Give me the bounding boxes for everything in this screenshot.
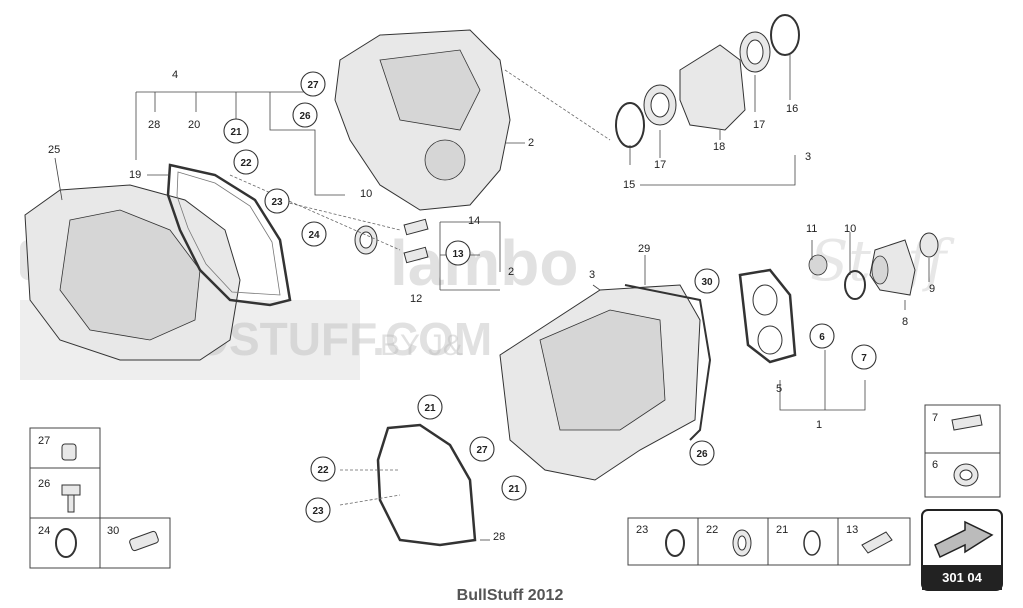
callout-15: 15 xyxy=(623,179,635,191)
callout-25: 25 xyxy=(48,144,60,156)
housing-3-lower xyxy=(499,284,712,481)
circle-26-top: 26 xyxy=(299,111,311,122)
leader-lines xyxy=(135,55,930,541)
seal-10 xyxy=(354,225,378,255)
cover-5 xyxy=(738,268,797,364)
circled-callouts: 27 26 21 22 23 24 13 30 6 7 21 22 23 27 … xyxy=(223,71,877,523)
circle-23-top: 23 xyxy=(271,197,283,208)
callout-3-left: 3 xyxy=(589,269,595,281)
circle-27-mid: 27 xyxy=(476,445,488,456)
bolt-icon xyxy=(61,484,81,513)
callout-10-left: 10 xyxy=(360,188,372,200)
dowel-pins xyxy=(403,218,429,264)
circle-22-mid: 22 xyxy=(317,465,329,476)
legend-label-26: 26 xyxy=(38,478,50,490)
callout-11: 11 xyxy=(806,223,817,235)
callout-8: 8 xyxy=(902,316,908,328)
callout-1: 1 xyxy=(816,419,822,431)
ring-icon xyxy=(55,528,77,558)
callout-numbers: 1 2 2 3 3 4 5 8 9 10 10 11 12 14 15 16 1… xyxy=(48,69,935,543)
circle-21-bottom: 21 xyxy=(508,484,520,495)
page-number: 301 04 xyxy=(942,570,983,585)
callout-17-left: 17 xyxy=(654,159,666,171)
legend-right: 7 6 xyxy=(924,404,1001,498)
legend-label-22: 22 xyxy=(706,524,718,536)
housing-25 xyxy=(24,157,241,361)
washer-icon xyxy=(665,529,685,557)
callout-17-right: 17 xyxy=(753,119,765,131)
legend-label-30: 30 xyxy=(107,525,119,537)
circle-22-top: 22 xyxy=(240,158,252,169)
pin-icon xyxy=(129,530,159,552)
callout-2-upper: 2 xyxy=(528,137,534,149)
gasket-19 xyxy=(166,163,292,307)
callout-2-lower: 2 xyxy=(508,266,514,278)
circle-7: 7 xyxy=(861,353,867,364)
housing-2-upper xyxy=(334,29,511,211)
callout-9: 9 xyxy=(929,283,935,295)
circle-6: 6 xyxy=(819,332,825,343)
circle-27-top: 27 xyxy=(307,80,319,91)
watermark-line1: lambo xyxy=(390,227,578,299)
circle-30: 30 xyxy=(701,277,713,288)
bolt-13-icon xyxy=(861,531,893,554)
circle-26-bottom: 26 xyxy=(696,449,708,460)
callout-28-top: 28 xyxy=(148,119,160,131)
callout-16: 16 xyxy=(786,103,798,115)
legend-left: 27 26 24 30 xyxy=(29,427,171,569)
footer-credit: BullStuff 2012 xyxy=(457,587,564,604)
shaft-assembly xyxy=(615,14,800,148)
gasket-ring-icon xyxy=(803,530,821,556)
circle-21-mid: 21 xyxy=(424,403,436,414)
callout-19: 19 xyxy=(129,169,141,181)
arrow-icon xyxy=(934,520,994,559)
callout-5: 5 xyxy=(776,383,782,395)
page-badge: 301 04 xyxy=(921,509,1003,591)
circle-24-top: 24 xyxy=(308,230,320,241)
callout-14: 14 xyxy=(468,215,480,227)
callout-18: 18 xyxy=(713,141,725,153)
legend-label-23: 23 xyxy=(636,524,648,536)
gasket-28 xyxy=(376,423,477,547)
legend-label-7: 7 xyxy=(932,412,938,424)
flange-8 xyxy=(808,232,939,300)
callout-12: 12 xyxy=(410,293,422,305)
screw-icon xyxy=(951,414,983,431)
callout-28-bottom: 28 xyxy=(493,531,505,543)
callout-29: 29 xyxy=(638,243,650,255)
legend-bottom: 23 22 21 13 xyxy=(627,517,911,566)
cap-icon xyxy=(61,443,77,461)
circle-23-mid: 23 xyxy=(312,506,324,517)
callout-3-right: 3 xyxy=(805,151,811,163)
callout-4: 4 xyxy=(172,69,178,81)
watermark-line3: BY J& xyxy=(380,329,463,362)
circle-21-top: 21 xyxy=(230,127,242,138)
callout-20: 20 xyxy=(188,119,200,131)
legend-label-21: 21 xyxy=(776,524,788,536)
circle-13: 13 xyxy=(452,249,464,260)
legend-label-13: 13 xyxy=(846,524,858,536)
legend-label-27: 27 xyxy=(38,435,50,447)
callout-10-right: 10 xyxy=(844,223,856,235)
legend-label-24: 24 xyxy=(38,525,50,537)
legend-label-6: 6 xyxy=(932,459,938,471)
